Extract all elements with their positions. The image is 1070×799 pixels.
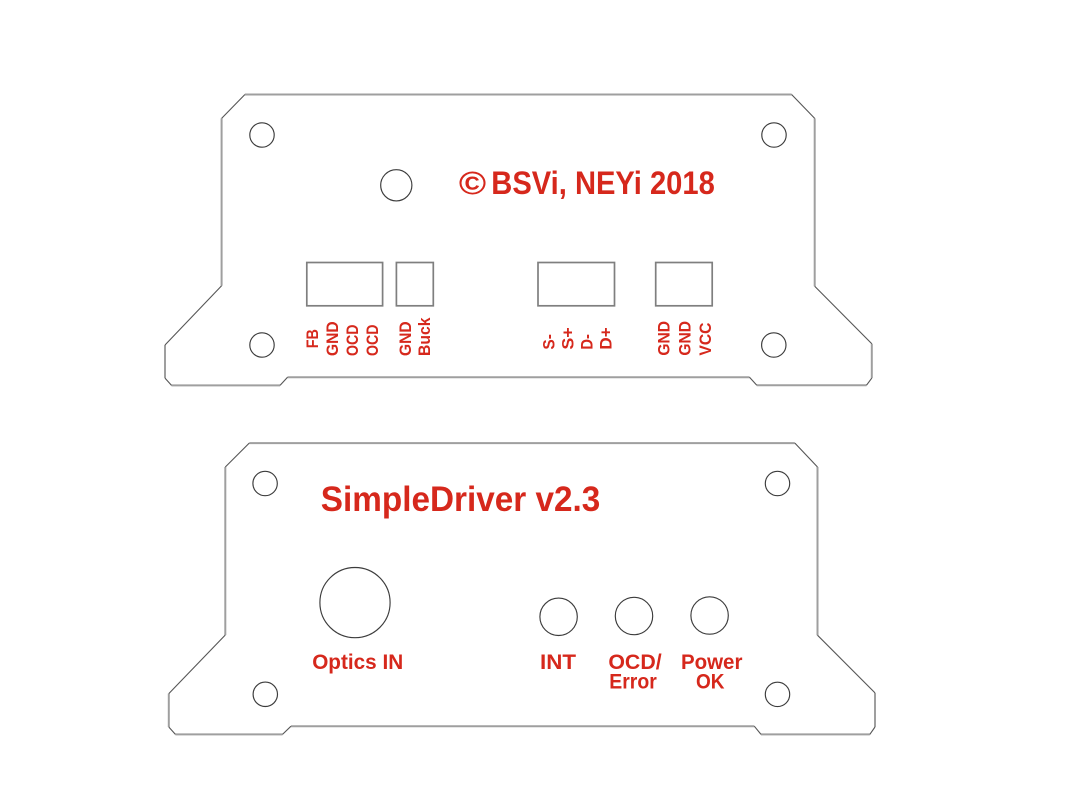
svg-text:OCD: OCD bbox=[344, 324, 362, 356]
svg-text:D-: D- bbox=[578, 334, 596, 350]
svg-text:GND: GND bbox=[656, 321, 674, 356]
svg-text:SimpleDriver v2.3: SimpleDriver v2.3 bbox=[321, 480, 601, 519]
svg-text:OCD/: OCD/ bbox=[608, 650, 661, 674]
svg-text:©: © bbox=[459, 165, 487, 202]
svg-text:GND: GND bbox=[676, 321, 694, 356]
svg-text:D+: D+ bbox=[597, 327, 615, 349]
svg-text:Optics IN: Optics IN bbox=[312, 650, 403, 674]
svg-text:Error: Error bbox=[609, 669, 657, 693]
svg-text:VCC: VCC bbox=[697, 322, 715, 355]
svg-text:OK: OK bbox=[696, 669, 725, 693]
svg-text:Power: Power bbox=[681, 650, 743, 674]
svg-text:S-: S- bbox=[540, 334, 558, 350]
svg-text:INT: INT bbox=[540, 650, 576, 674]
svg-text:GND: GND bbox=[397, 321, 415, 356]
svg-text:FB: FB bbox=[304, 329, 322, 348]
svg-text:Buck: Buck bbox=[416, 317, 434, 356]
svg-text:BSVi, NEYi 2018: BSVi, NEYi 2018 bbox=[491, 164, 715, 201]
svg-text:OCD: OCD bbox=[364, 324, 382, 356]
svg-text:S+: S+ bbox=[559, 327, 577, 349]
svg-text:GND: GND bbox=[324, 321, 342, 356]
